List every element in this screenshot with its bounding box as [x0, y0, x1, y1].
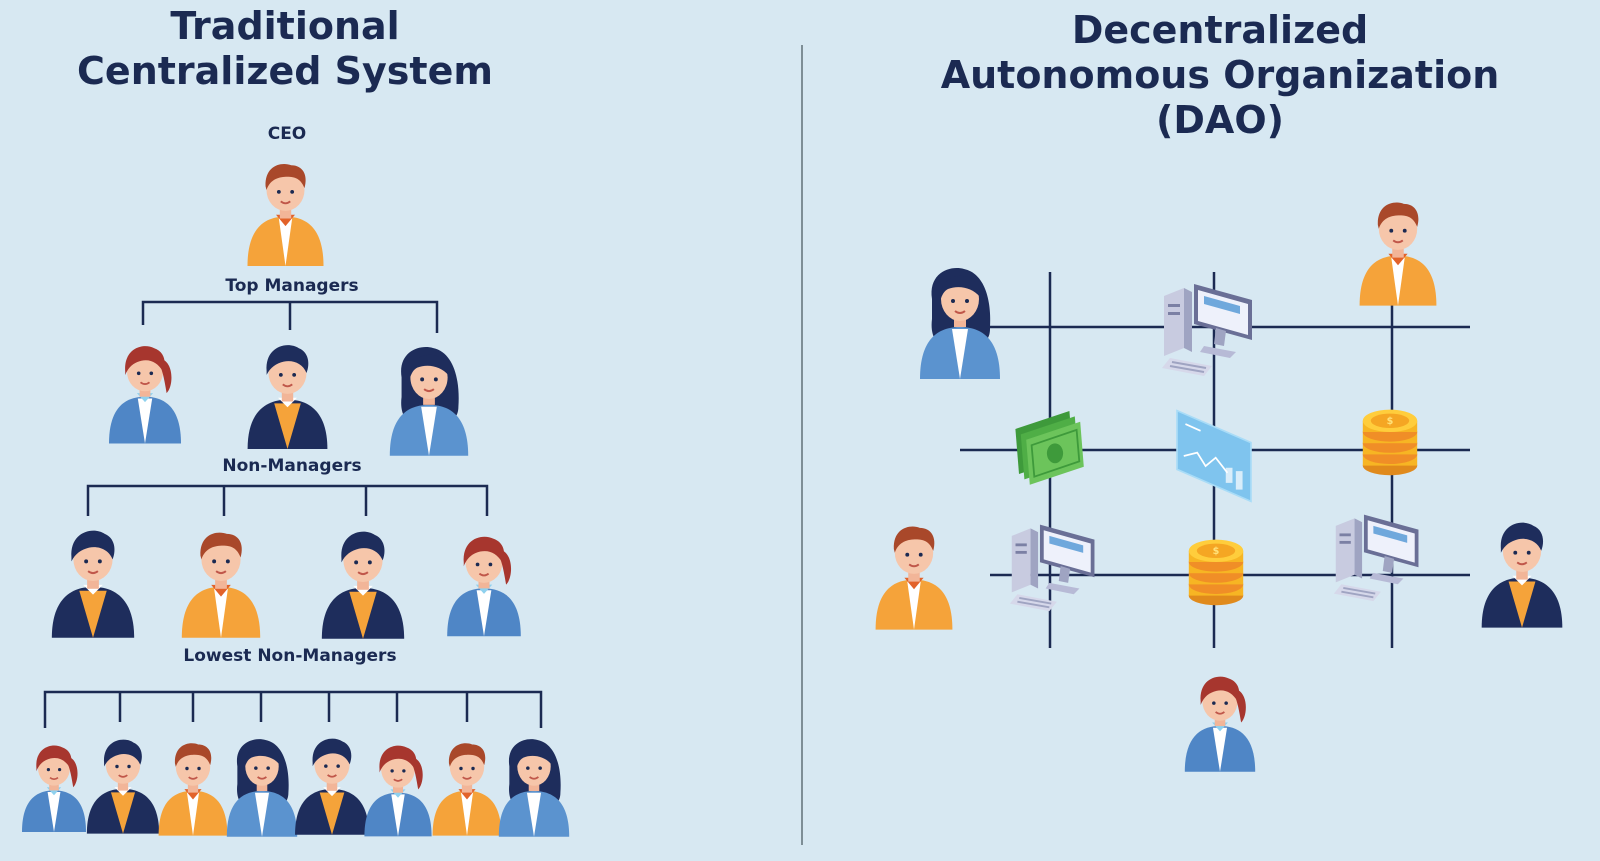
non-managers-connector	[88, 486, 487, 516]
lowest-8-person-icon	[499, 739, 569, 837]
lowest-1-person-icon	[22, 745, 86, 832]
dao-member-4-person-icon	[1482, 523, 1563, 628]
ceo-person-icon	[248, 164, 324, 266]
non-manager-1-person-icon	[52, 531, 134, 638]
dao-member-1-person-icon	[920, 268, 1000, 379]
coins-icon-right	[1363, 410, 1417, 476]
computer-icon-right	[1334, 515, 1419, 601]
top-manager-2-person-icon	[248, 345, 328, 449]
lowest-4-person-icon	[227, 739, 297, 837]
non-manager-3-person-icon	[322, 532, 404, 639]
dao-member-2-person-icon	[1360, 203, 1437, 306]
top-manager-3-person-icon	[390, 347, 468, 456]
non-manager-4-person-icon	[447, 537, 521, 636]
computer-icon-top	[1162, 284, 1252, 376]
lowest-6-person-icon	[364, 746, 431, 837]
coins-icon-bottom	[1189, 540, 1243, 606]
lowest-7-person-icon	[433, 743, 502, 835]
money-icon	[1015, 411, 1083, 485]
lowest-2-person-icon	[87, 740, 159, 834]
dao-member-5-person-icon	[1185, 677, 1255, 772]
top-manager-1-person-icon	[109, 346, 181, 443]
lowest-3-person-icon	[159, 743, 228, 835]
non-manager-2-person-icon	[182, 533, 260, 638]
lowest-5-person-icon	[295, 739, 369, 835]
computer-icon-left	[1010, 525, 1095, 611]
dao-member-3-person-icon	[876, 527, 953, 630]
